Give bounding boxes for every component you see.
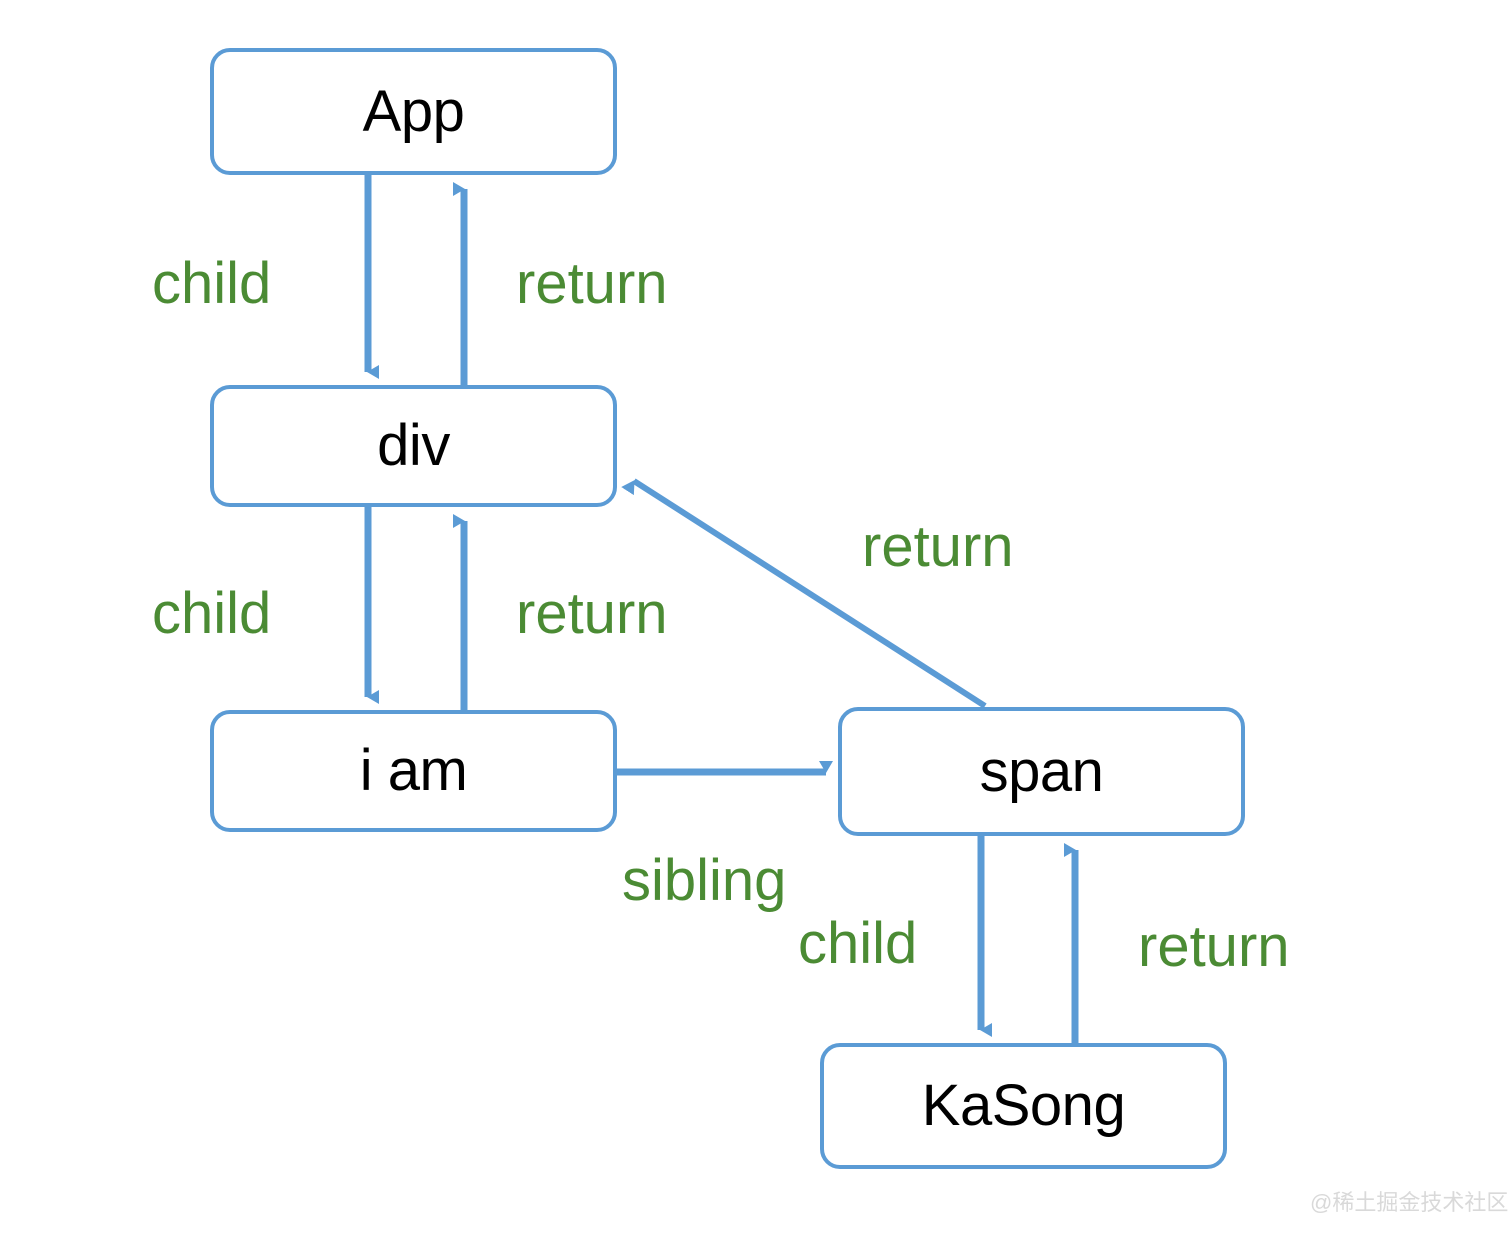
- node-div[interactable]: div: [210, 385, 617, 507]
- node-div-label: div: [377, 413, 450, 478]
- node-kasong-label: KaSong: [921, 1073, 1126, 1138]
- node-span[interactable]: span: [838, 707, 1245, 836]
- node-app[interactable]: App: [210, 48, 617, 175]
- edge-label-child-div-iam: child: [152, 581, 272, 646]
- node-app-label: App: [362, 78, 465, 144]
- edge-label-return-div-app: return: [516, 251, 668, 316]
- edge-label-child-span-kasong: child: [798, 911, 918, 976]
- watermark: @稀土掘金技术社区: [1310, 1190, 1509, 1215]
- node-kasong[interactable]: KaSong: [820, 1043, 1227, 1169]
- edge-label-child-app-div: child: [152, 251, 272, 316]
- node-i-am-label: i am: [359, 738, 468, 803]
- node-span-label: span: [979, 738, 1104, 804]
- edge-label-return-iam-div: return: [516, 581, 668, 646]
- edge-label-return-kasong-span: return: [1138, 914, 1290, 979]
- node-i-am[interactable]: i am: [210, 710, 617, 832]
- edge-label-return-span-div: return: [862, 514, 1014, 579]
- edge-label-sibling-iam-span: sibling: [622, 848, 787, 913]
